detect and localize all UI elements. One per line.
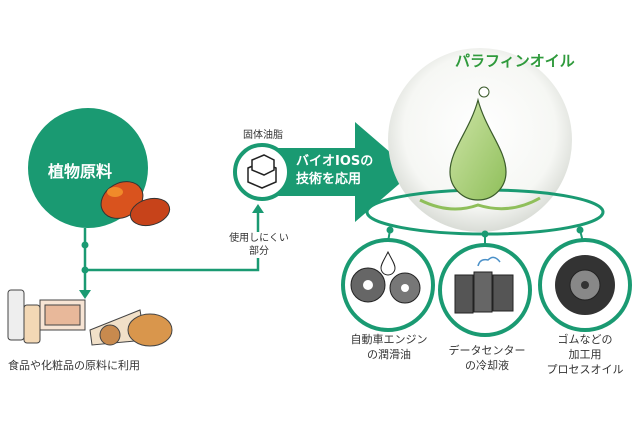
byproduct-line1: 使用しにくい: [229, 233, 289, 244]
byproduct-label: 使用しにくい 部分: [228, 232, 290, 258]
caption-line: の冷却液: [465, 359, 509, 372]
plant-source-label: 植物原料: [48, 162, 113, 181]
oil-drop-icon: [449, 97, 507, 201]
caption-line: プロセスオイル: [546, 363, 624, 376]
process-line2: 技術を応用: [296, 172, 362, 187]
cloud-icon: [477, 256, 501, 267]
engine-use-circle: [341, 238, 435, 332]
process-arrow: [262, 122, 413, 222]
process-line1: バイオIOSの: [296, 154, 374, 169]
rubber-use-circle: [538, 238, 632, 332]
down-arrow-icon: [79, 290, 91, 299]
up-arrow-icon: [252, 204, 264, 213]
product-title: パラフィンオイル: [455, 52, 575, 70]
datacenter-use-circle: [438, 243, 532, 337]
solid-fat-label: 固体油脂: [243, 130, 283, 141]
solid-fat-icon: [247, 154, 277, 189]
caption-line: の潤滑油: [367, 348, 411, 361]
food-cosmetics-illustration: [7, 289, 173, 347]
byproduct-line2: 部分: [249, 246, 269, 257]
use-rubber-caption: ゴムなどの 加工用 プロセスオイル: [535, 332, 635, 377]
palm-fruit-icon: [100, 181, 171, 227]
use-engine-caption: 自動車エンジン の潤滑油: [330, 332, 448, 362]
caption-line: 自動車エンジン: [350, 333, 428, 346]
process-label: バイオIOSの 技術を応用: [296, 153, 373, 189]
flow-lines: [83, 210, 260, 292]
food-caption: 食品や化粧品の原料に利用: [8, 359, 140, 372]
use-datacenter-caption: データセンター の冷却液: [428, 343, 546, 373]
caption-line: データセンター: [448, 344, 526, 357]
caption-line: ゴムなどの: [557, 333, 613, 346]
caption-line: 加工用: [568, 348, 602, 361]
drop-icon: [380, 250, 396, 276]
